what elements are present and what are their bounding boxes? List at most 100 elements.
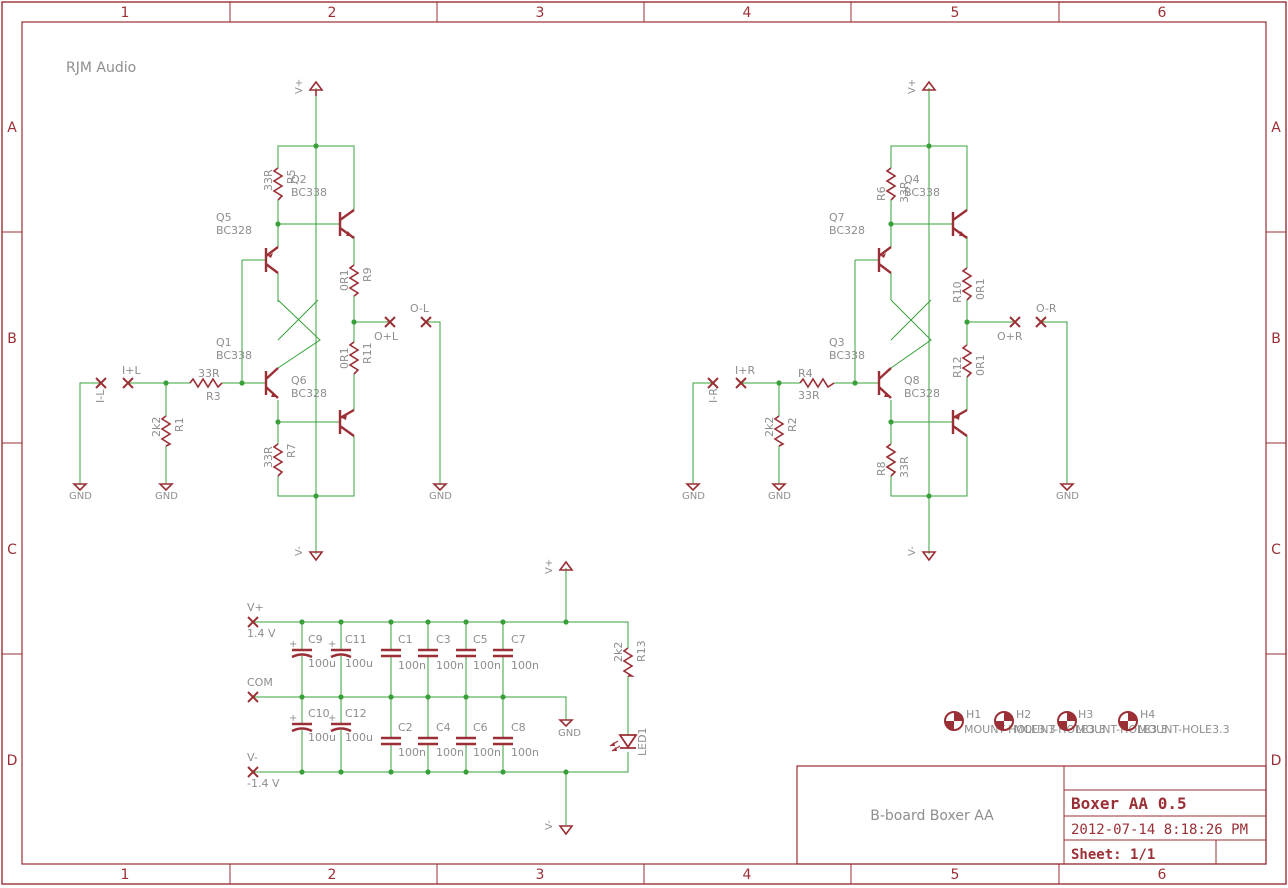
supply-label: V- [544,820,555,830]
component-value: BC328 [904,387,940,400]
resistor-r5: 33R R5 [262,167,298,201]
component-value: 100u [345,657,373,670]
pad-in-plus-right[interactable]: I+R [735,364,755,389]
ground-label: GND [429,491,452,502]
transistor-q3: Q3 BC338 [829,336,892,399]
resistor-r12: R12 0R1 [951,344,987,378]
resistor-r13: 2k2 R13 [612,640,648,677]
right-vminus-supply: V- [907,546,937,562]
component-name: R8 [875,461,888,476]
column-label-top: 6 [1158,5,1167,21]
resistor-r9: 0R1 R9 [338,264,374,297]
company-name: RJM Audio [66,60,136,76]
transistor-q2: Q2 BC338 [291,173,355,239]
row-label-right: B [1271,331,1281,347]
capacitor-c4: C4 100n [418,721,464,759]
column-label-bottom: 1 [121,867,130,883]
pad-value: -1.4 V [247,777,280,790]
pad-label: O+R [997,330,1023,343]
led-led1: LED1 [609,727,649,756]
component-value: 2k2 [763,417,776,437]
transistor-q7: Q7 BC328 [829,211,892,274]
right-channel: V+ V- Q4 BC338 Q7 BC328 Q3 BC338 Q8 [682,79,1079,562]
column-label-bottom: 2 [328,867,337,883]
pad-label: O-R [1036,302,1057,315]
component-name: R11 [361,342,374,364]
component-value: BC338 [291,186,327,199]
resistor-r8: R8 33R [875,443,911,478]
component-name: R13 [635,640,648,662]
pad-label: COM [247,676,273,689]
supply-label: V- [294,546,305,556]
capacitor-c1: C1 100n [381,633,426,672]
resistor-r4: R4 33R [798,367,835,402]
component-name: H2 [1016,708,1031,721]
pad-vminus[interactable]: V- -1.4 V [247,751,280,790]
row-label-right: C [1271,542,1281,558]
component-name: Q1 [216,336,232,349]
component-value: 100n [436,659,464,672]
pad-label: O+L [374,330,399,343]
capacitor-c6: C6 100n [456,721,501,759]
left-junctions [163,143,357,499]
title-block: B-board Boxer AA Boxer AA 0.5 2012-07-14… [796,765,1267,865]
component-value: 100n [473,659,501,672]
component-value: MOUNT-HOLE3.3 [1014,723,1106,736]
pad-com[interactable]: COM [247,676,273,703]
transistor-q4: Q4 BC338 [904,173,968,239]
left-vminus-supply: V- [294,546,324,562]
row-label-left: A [7,120,17,136]
drawing-date: 2012-07-14 8:18:26 PM [1071,822,1248,838]
pad-vplus[interactable]: V+ 1.4 V [247,601,276,640]
column-label-top: 2 [328,5,337,21]
pad-out-minus-right[interactable]: O-R [1035,302,1057,328]
component-value: BC328 [291,387,327,400]
component-value: BC338 [829,349,865,362]
mount-hole-h2: H2 MOUNT-HOLE3.3 [994,708,1106,736]
pad-in-plus-left[interactable]: I+L [122,364,141,389]
component-value: BC338 [216,349,252,362]
component-value: 100n [511,659,539,672]
component-name: H4 [1140,708,1155,721]
pad-out-minus-left[interactable]: O-L [410,302,432,328]
component-name: R10 [951,281,964,303]
right-wires [692,88,1068,554]
component-name: Q4 [904,173,920,186]
capacitor-c7: C7 100n [493,633,539,672]
ground-symbol: GND [155,483,178,502]
left-vplus-supply: V+ [294,79,324,96]
supply-label: V+ [907,79,918,94]
pad-label: I-L [94,389,107,403]
ground-symbol: GND [682,483,705,502]
component-name: C6 [473,721,488,734]
component-value: 100n [473,746,501,759]
component-value: 0R1 [974,354,987,376]
pad-in-minus-left[interactable]: I-L [94,377,107,403]
component-name: Q3 [829,336,845,349]
component-value: 100n [436,746,464,759]
sheet-number: Sheet: 1/1 [1071,847,1155,863]
component-value: 2k2 [612,642,625,662]
resistor-r7: 33R R7 [262,443,298,477]
mount-hole-h3: H3 MOUNT-HOLE3.3 [1057,708,1168,736]
pad-out-plus-left[interactable]: O+L [374,316,399,343]
component-name: Q2 [291,173,307,186]
pad-in-minus-right[interactable]: I-R [707,377,720,403]
component-name: C12 [345,707,367,720]
column-label-bottom: 5 [951,867,960,883]
component-name: C8 [511,721,526,734]
mounting-holes: H1 MOUNT-HOLE3.3 H2 MOUNT-HOLE3.3 H3 MOU… [944,708,1230,736]
row-label-left: C [7,542,17,558]
transistor-q1: Q1 BC338 [216,336,279,399]
component-name: C1 [398,633,413,646]
component-value: 33R [898,456,911,478]
ground-label: GND [682,491,705,502]
component-value: 0R1 [974,278,987,300]
component-name: R9 [361,267,374,282]
component-name: C2 [398,721,413,734]
component-value: 0R1 [338,347,351,369]
pad-out-plus-right[interactable]: O+R [997,316,1023,343]
component-value: MOUNT-HOLE3.3 [1138,723,1230,736]
component-value: MOUNT-HOLE3.3 [964,723,1056,736]
component-name: Q7 [829,211,845,224]
